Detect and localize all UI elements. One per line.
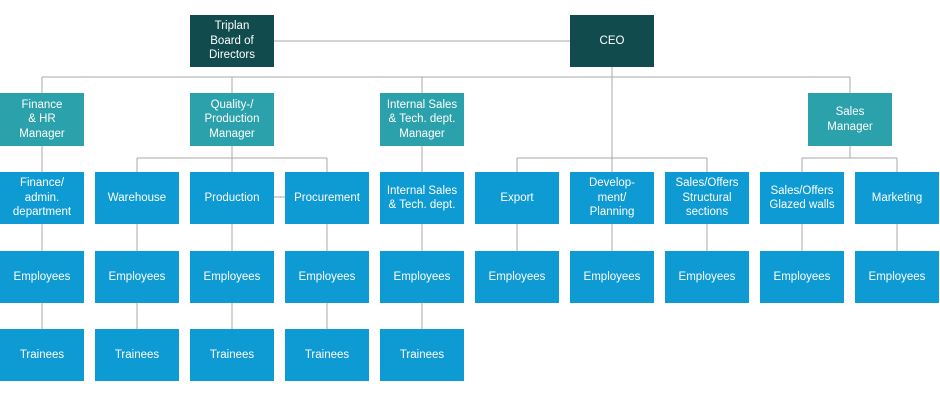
sales-offers-structural-box: Sales/Offers Structural sections: [665, 172, 749, 224]
procurement-box: Procurement: [285, 172, 369, 224]
internal-sales-tech-manager-box: Internal Sales & Tech. dept. Manager: [380, 93, 464, 146]
employees-finance-admin-box: Employees: [0, 251, 84, 303]
finance-hr-manager-box: Finance & HR Manager: [0, 93, 84, 146]
export-box: Export: [475, 172, 559, 224]
marketing-box: Marketing: [855, 172, 939, 224]
finance-admin-department-box: Finance/ admin. department: [0, 172, 84, 224]
internal-sales-tech-dept-box: Internal Sales & Tech. dept.: [380, 172, 464, 224]
warehouse-box: Warehouse: [95, 172, 179, 224]
trainees-production-box: Trainees: [190, 329, 274, 381]
quality-production-manager-box: Quality-/ Production Manager: [190, 93, 274, 146]
production-box: Production: [190, 172, 274, 224]
employees-production-box: Employees: [190, 251, 274, 303]
sales-offers-glazed-box: Sales/Offers Glazed walls: [760, 172, 844, 224]
trainees-warehouse-box: Trainees: [95, 329, 179, 381]
employees-development-box: Employees: [570, 251, 654, 303]
ceo-box: CEO: [570, 15, 654, 67]
trainees-internal-sales-box: Trainees: [380, 329, 464, 381]
employees-warehouse-box: Employees: [95, 251, 179, 303]
employees-marketing-box: Employees: [855, 251, 939, 303]
development-planning-box: Develop- ment/ Planning: [570, 172, 654, 224]
employees-glazed-box: Employees: [760, 251, 844, 303]
trainees-finance-admin-box: Trainees: [0, 329, 84, 381]
employees-internal-sales-box: Employees: [380, 251, 464, 303]
board-of-directors-box: Triplan Board of Directors: [190, 15, 274, 67]
employees-procurement-box: Employees: [285, 251, 369, 303]
employees-structural-box: Employees: [665, 251, 749, 303]
trainees-procurement-box: Trainees: [285, 329, 369, 381]
employees-export-box: Employees: [475, 251, 559, 303]
sales-manager-box: Sales Manager: [808, 93, 892, 146]
